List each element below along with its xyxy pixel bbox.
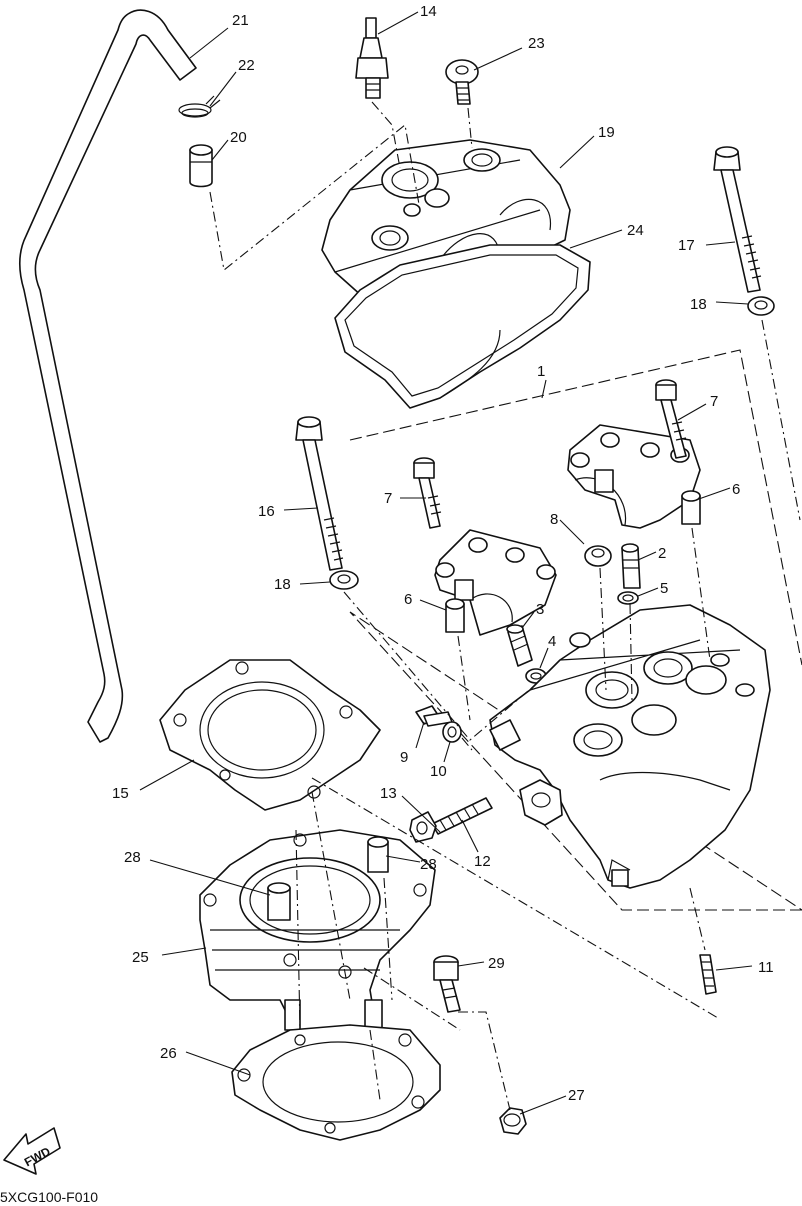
cap-8: [584, 545, 612, 567]
callout-6-right: 6: [732, 481, 740, 498]
washer-18-right: [747, 296, 775, 316]
dowel-6-left: [445, 598, 465, 633]
callout-7-right: 7: [710, 393, 718, 410]
callout-1: 1: [537, 363, 545, 380]
cylinder-head: [489, 604, 771, 889]
oil-nozzle-2: [621, 543, 641, 589]
callout-26: 26: [160, 1045, 177, 1062]
fwd-arrow-icon: FWD: [3, 1127, 61, 1175]
cap-bolt-7-left: [413, 457, 442, 529]
callout-28-left: 28: [124, 849, 141, 866]
callout-17: 17: [678, 237, 695, 254]
callout-12: 12: [474, 853, 491, 870]
callout-28-right: 28: [420, 856, 437, 873]
cover-bolt-23: [445, 59, 479, 105]
dowel-28-left: [267, 882, 291, 921]
callout-18-right: 18: [690, 296, 707, 313]
stud-bolt-11: [699, 954, 717, 995]
breather-nipple: [189, 144, 213, 188]
bolt-27: [499, 1107, 527, 1135]
callout-8: 8: [550, 511, 558, 528]
callout-5: 5: [660, 580, 668, 597]
callout-19: 19: [598, 124, 615, 141]
bolt-29: [433, 955, 461, 1013]
dowel-6-right: [681, 490, 701, 525]
callout-9: 9: [400, 749, 408, 766]
head-bolt-17: [713, 146, 762, 293]
cover-gasket: [334, 244, 591, 409]
dowel-28-right: [367, 836, 389, 873]
callout-13: 13: [380, 785, 397, 802]
callout-21: 21: [232, 12, 249, 29]
cylinder-base-gasket: [231, 1024, 441, 1141]
callout-6-left: 6: [404, 591, 412, 608]
head-bolt-16: [295, 416, 344, 571]
callout-25: 25: [132, 949, 149, 966]
callout-11: 11: [758, 959, 774, 976]
callout-14: 14: [420, 3, 437, 20]
cap-bolt-7-right: [655, 379, 687, 459]
callout-7-left: 7: [384, 490, 392, 507]
camshaft-cap-right: [567, 424, 701, 529]
callout-20: 20: [230, 129, 247, 146]
callout-10: 10: [430, 763, 447, 780]
diagram-code: 5XCG100-F010: [0, 1189, 98, 1205]
callout-labels: 21 22 20 14 23 19 24 17 18 1 7 6 7 8 2 5…: [112, 3, 774, 1104]
o-ring-5: [617, 591, 639, 605]
assembly-lines: [209, 101, 801, 1111]
hose-clip: [178, 95, 221, 118]
leader-lines: [139, 11, 753, 1115]
callout-24: 24: [627, 222, 644, 239]
bolt-9: [415, 705, 453, 727]
cylinder: [199, 829, 436, 1041]
callout-3: 3: [536, 601, 544, 618]
callout-18-left: 18: [274, 576, 291, 593]
callout-22: 22: [238, 57, 255, 74]
oil-nozzle-3: [506, 624, 533, 667]
nut-13: [409, 811, 437, 843]
callout-27: 27: [568, 1087, 585, 1104]
stud-bolt-12: [431, 797, 493, 835]
washer-10: [442, 721, 462, 743]
spark-plug: [355, 17, 389, 99]
callout-2: 2: [658, 545, 666, 562]
callout-15: 15: [112, 785, 129, 802]
callout-4: 4: [548, 633, 556, 650]
callout-16: 16: [258, 503, 275, 520]
camshaft-cap-left: [434, 529, 557, 636]
cylinder-head-gasket: [159, 659, 381, 811]
callout-29: 29: [488, 955, 505, 972]
callout-23: 23: [528, 35, 545, 52]
washer-18-left: [329, 570, 359, 590]
breather-hose: [18, 9, 197, 743]
